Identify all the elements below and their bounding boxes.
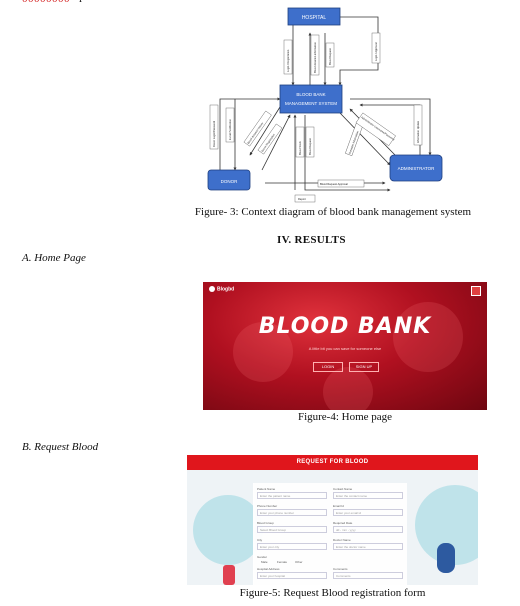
request-form-title: REQUEST FOR BLOOD [187, 455, 478, 470]
top-text-fragment: 00000000 f [22, 0, 82, 5]
context-diagram: HOSPITAL BLOOD BANK MANAGEMENT SYSTEM DO… [207, 7, 443, 203]
subsection-a: A. Home Page [22, 252, 86, 264]
blood-group-label: Blood Group [257, 521, 274, 525]
comments-label: Comments [333, 567, 348, 571]
flow-blood-donation-info: Blood donation information [313, 42, 317, 73]
hospital-address-input[interactable]: Enter your hospital [257, 572, 327, 579]
signup-button[interactable]: SIGN UP [349, 362, 379, 372]
flow-blood-stock: Blood Stock [298, 140, 302, 155]
gender-label: Gender [257, 555, 268, 559]
subsection-b: B. Request Blood [22, 441, 99, 453]
flow-blood-request-2: Blood Request [308, 138, 312, 155]
section-heading: IV. RESULTS [277, 234, 346, 246]
phone-label: Phone Number [257, 504, 278, 508]
figure-3-caption: Figure- 3: Context diagram of blood bank… [194, 206, 472, 218]
hospital-node [287, 7, 341, 26]
doctor-name-label: Doctor Name [333, 538, 351, 542]
figure-4-caption: Figure-4: Home page [297, 411, 393, 423]
donor-node [207, 169, 251, 191]
contact-name-input[interactable]: Enter the contact name [333, 492, 403, 499]
gender-male-radio[interactable]: Male [261, 560, 268, 564]
figure-5-caption: Figure-5: Request Blood registration for… [239, 587, 426, 599]
menu-icon[interactable] [471, 286, 481, 296]
hospital-address-label: Hospital Address [257, 567, 280, 571]
patient-name-label: Patient Name [257, 487, 276, 491]
flow-blood-request-approval: Blood Request Approval [320, 182, 348, 186]
required-date-label: Required Date [333, 521, 353, 525]
required-date-input[interactable]: dd - mm - yyyy [333, 526, 403, 533]
system-node [279, 84, 343, 114]
request-form: Patient Name Enter the patient name Cont… [253, 483, 407, 585]
administrator-label: ADMINISTRATOR [398, 166, 436, 171]
city-input[interactable]: Enter your city [257, 543, 327, 550]
flow-report: Report [298, 197, 306, 201]
home-title: BLOOD BANK [258, 314, 432, 339]
contact-name-label: Contact Name [333, 487, 353, 491]
hospital-label: HOSPITAL [302, 15, 327, 21]
gender-other-radio[interactable]: Other [295, 560, 303, 564]
doctor-name-input[interactable]: Enter the doctor name [333, 543, 403, 550]
login-button[interactable]: LOGIN [313, 362, 343, 372]
flow-information-update: Information Update [416, 120, 420, 143]
flow-login-approval: Login / Approval [374, 42, 378, 61]
system-label-1: BLOOD BANK [296, 92, 325, 97]
site-logo: Blogbd [209, 286, 234, 292]
city-label: City [257, 538, 263, 542]
fragment-text: f [79, 0, 83, 5]
flow-email-notification: E-mail Notification [228, 119, 232, 140]
blood-group-select[interactable]: Select Blood Group [257, 526, 327, 533]
gender-female-radio[interactable]: Female [277, 560, 288, 564]
email-input[interactable]: Enter your email id [333, 509, 403, 516]
flow-login-hospital: Login / Registration [286, 49, 290, 72]
phone-input[interactable]: Enter your phone number [257, 509, 327, 516]
comments-input[interactable]: Comments [333, 572, 403, 579]
system-label-2: MANAGEMENT SYSTEM [285, 101, 337, 106]
email-label: Email Id [333, 504, 344, 508]
home-page-screenshot: Blogbd BLOOD BANK A little bit you can s… [203, 282, 487, 410]
administrator-node [389, 154, 443, 182]
request-blood-screenshot: REQUEST FOR BLOOD Patient Name Enter the… [187, 455, 478, 585]
red-text: 00000000 [22, 0, 70, 5]
flow-blood-donation-history: Blood donation history [246, 121, 264, 145]
home-tagline: A little bit you can save for someone el… [308, 346, 382, 351]
patient-name-input[interactable]: Enter the patient name [257, 492, 327, 499]
flow-donor-login: Donor Login/Password [212, 120, 216, 147]
donor-label: DONOR [221, 179, 239, 184]
flow-blood-request: Blood Request [328, 48, 332, 65]
